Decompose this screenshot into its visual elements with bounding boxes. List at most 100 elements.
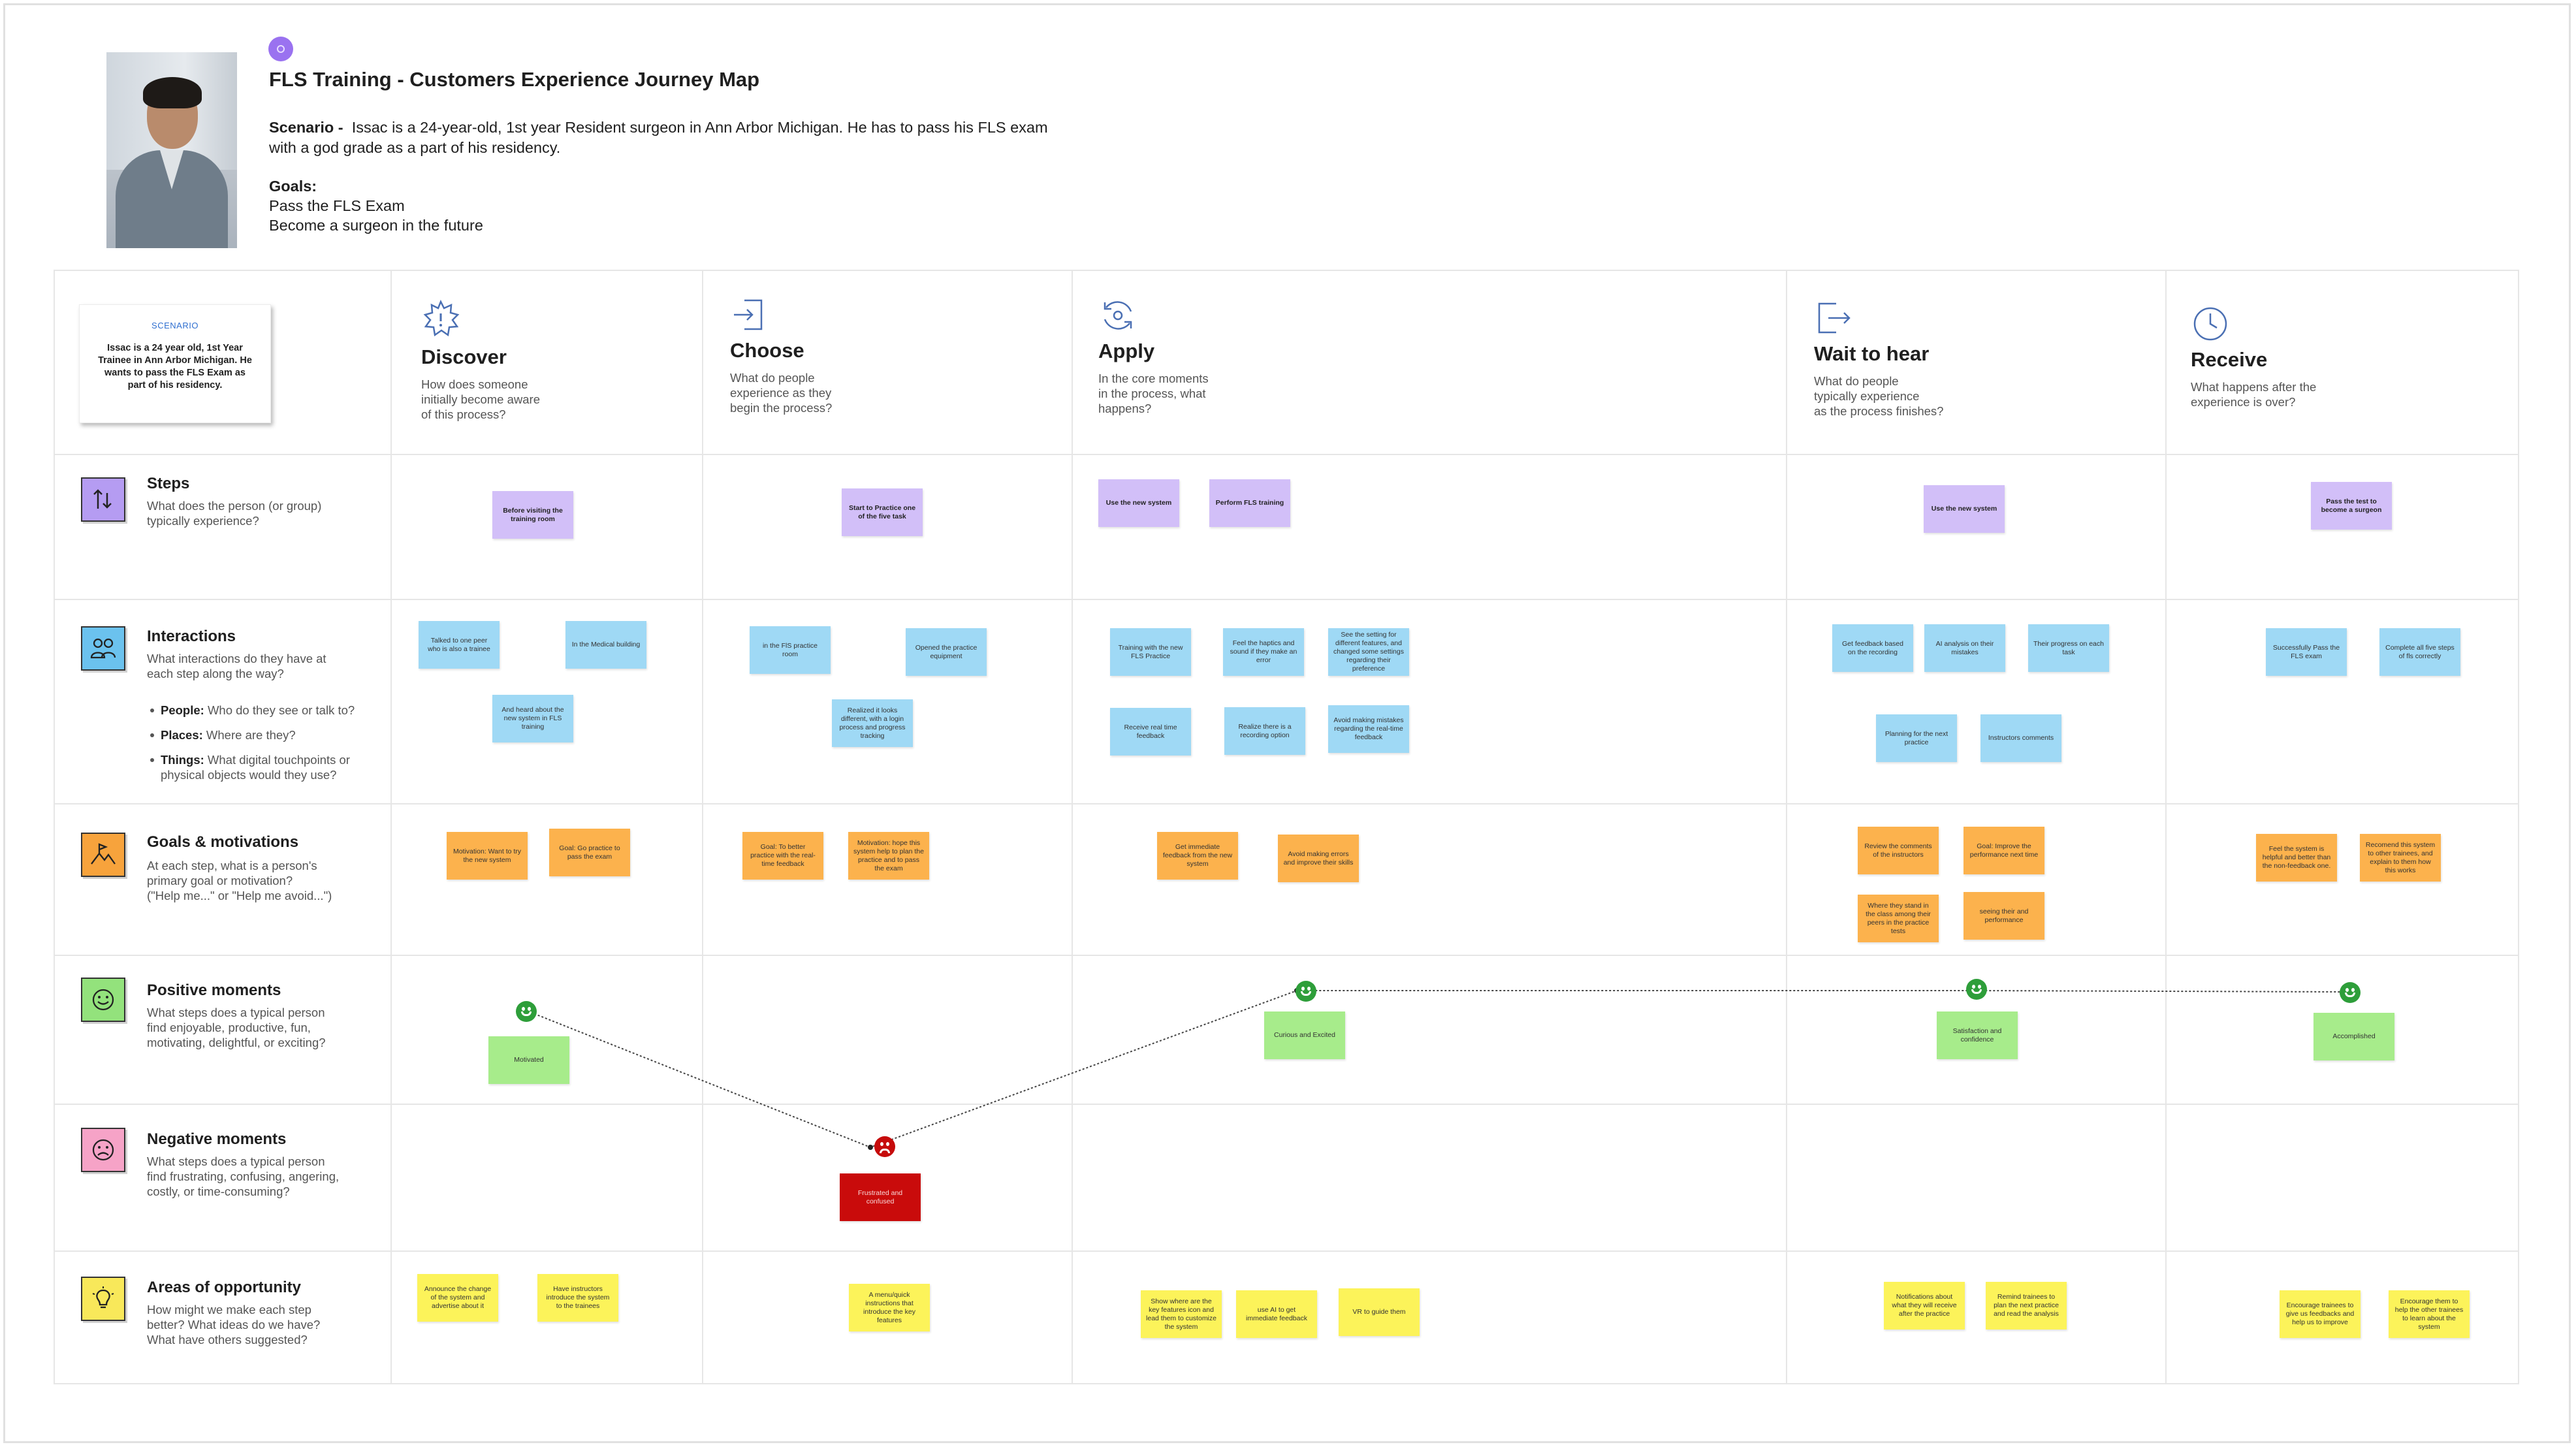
row-header-positive: Positive moments What steps does a typic… bbox=[147, 981, 326, 1050]
sticky-note[interactable]: Feel the system is helpful and better th… bbox=[2256, 834, 2337, 882]
sticky-note[interactable]: Notifications about what they will recei… bbox=[1884, 1282, 1965, 1330]
sign-in-icon bbox=[734, 299, 763, 330]
scenario-card-text: Issac is a 24 year old, 1st Year Trainee… bbox=[98, 343, 252, 390]
grid-divider bbox=[390, 270, 392, 1384]
happy-emoji-icon bbox=[516, 1001, 537, 1022]
sticky-note[interactable]: seeing their and performance bbox=[1964, 892, 2044, 940]
sticky-note[interactable]: Motivated bbox=[488, 1036, 569, 1084]
sticky-note[interactable]: Motivation: Want to try the new system bbox=[447, 832, 528, 880]
sticky-note[interactable]: Goal: To better practice with the real-t… bbox=[742, 832, 823, 880]
sticky-note[interactable]: Encourage trainees to give us feedbacks … bbox=[2280, 1290, 2361, 1338]
sticky-note[interactable]: Use the new system bbox=[1924, 485, 2005, 533]
sticky-note[interactable]: use AI to get immediate feedback bbox=[1236, 1290, 1317, 1338]
refresh-cycle-icon bbox=[1104, 301, 1132, 330]
sticky-note[interactable]: Encourage them to help the other trainee… bbox=[2389, 1290, 2470, 1338]
sticky-note[interactable]: Where they stand in the class among thei… bbox=[1858, 895, 1939, 942]
sticky-note[interactable]: Avoid making mistakes regarding the real… bbox=[1328, 705, 1409, 753]
stage-title: Wait to hear bbox=[1814, 342, 1930, 365]
row-title: Areas of opportunity bbox=[147, 1279, 302, 1296]
sticky-note[interactable]: Before visiting the training room bbox=[492, 491, 573, 539]
row-title: Steps bbox=[147, 475, 190, 492]
sticky-note[interactable]: See the setting for different features, … bbox=[1328, 628, 1409, 676]
grid-divider bbox=[1072, 270, 1073, 1384]
sticky-note[interactable]: Successfully Pass the FLS exam bbox=[2266, 628, 2347, 676]
sticky-note[interactable]: Get immediate feedback from the new syst… bbox=[1157, 832, 1238, 880]
sticky-note[interactable]: in the FlS practice room bbox=[750, 626, 831, 674]
sticky-note[interactable]: Instructors comments bbox=[1980, 714, 2061, 762]
sticky-note[interactable]: Realized it looks different, with a logi… bbox=[832, 699, 913, 747]
stage-title: Apply bbox=[1098, 340, 1155, 362]
goals-text: Goals: Pass the FLS Exam Become a surgeo… bbox=[269, 178, 483, 234]
sticky-note[interactable]: Pass the test to become a surgeon bbox=[2311, 482, 2392, 530]
sticky-note[interactable]: AI analysis on their mistakes bbox=[1924, 624, 2005, 672]
flag-mountain-icon bbox=[81, 833, 125, 877]
grid-divider bbox=[54, 803, 2519, 804]
sticky-note[interactable]: Accomplished bbox=[2314, 1013, 2394, 1060]
sticky-note[interactable]: Remind trainees to plan the next practic… bbox=[1986, 1282, 2067, 1330]
sticky-note[interactable]: Complete all five steps of fls correctly bbox=[2379, 628, 2460, 676]
sticky-note[interactable]: Announce the change of the system and ad… bbox=[417, 1274, 498, 1322]
happy-emoji-icon bbox=[1296, 981, 1316, 1002]
sticky-note[interactable]: Opened the practice equipment bbox=[906, 628, 987, 676]
sticky-note[interactable]: Receive real time feedback bbox=[1110, 708, 1191, 756]
row-header-opportunity: Areas of opportunity How might we make e… bbox=[147, 1279, 320, 1347]
row-title: Goals & motivations bbox=[147, 833, 299, 851]
sticky-note[interactable]: Realize there is a recording option bbox=[1224, 707, 1305, 755]
sticky-note[interactable]: Get feedback based on the recording bbox=[1832, 624, 1913, 672]
sticky-note[interactable]: Talked to one peer who is also a trainee bbox=[419, 621, 500, 669]
sticky-note[interactable]: Frustrated and confused bbox=[840, 1173, 921, 1221]
sticky-note[interactable]: Recomend this system to other trainees, … bbox=[2360, 834, 2441, 882]
sticky-note[interactable]: Start to Practice one of the five task bbox=[842, 488, 923, 536]
sticky-note[interactable]: Goal: Improve the performance next time bbox=[1964, 827, 2044, 874]
sticky-note[interactable]: VR to guide them bbox=[1339, 1288, 1420, 1336]
people-interaction-icon bbox=[81, 626, 125, 671]
stage-title: Discover bbox=[421, 345, 507, 368]
sticky-note[interactable]: Feel the haptics and sound if they make … bbox=[1223, 628, 1304, 676]
sticky-note[interactable]: Training with the new FLS Practice bbox=[1110, 628, 1191, 676]
badge-icon bbox=[268, 37, 293, 61]
sticky-note[interactable]: Perform FLS training bbox=[1209, 479, 1290, 527]
sticky-note[interactable]: Have instructors introduce the system to… bbox=[537, 1274, 618, 1322]
sad-emoji-icon bbox=[874, 1136, 895, 1157]
row-header-goals: Goals & motivations At each step, what i… bbox=[147, 833, 332, 903]
sticky-note[interactable]: Use the new system bbox=[1098, 479, 1179, 527]
sticky-note[interactable]: A menu/quick instructions that introduce… bbox=[849, 1284, 930, 1331]
sticky-note[interactable]: Review the comments of the instructors bbox=[1858, 827, 1939, 874]
bullet-people: People: Who do they see or talk to? bbox=[150, 703, 355, 717]
sticky-note[interactable]: Goal: Go practice to pass the exam bbox=[549, 829, 630, 876]
sticky-note[interactable]: Curious and Excited bbox=[1264, 1011, 1345, 1059]
grid-divider bbox=[54, 599, 2519, 600]
sticky-note[interactable]: Their progress on each task bbox=[2028, 624, 2109, 672]
sticky-note[interactable]: Satisfaction and confidence bbox=[1937, 1011, 2018, 1059]
scenario-text: Scenario - Issac is a 24-year-old, 1st y… bbox=[269, 119, 1048, 156]
sticky-note[interactable]: In the Medical building bbox=[565, 621, 646, 669]
sticky-note[interactable]: Motivation: hope this system help to pla… bbox=[848, 832, 929, 880]
happy-face-icon bbox=[81, 978, 125, 1022]
sticky-note[interactable]: Show where are the key features icon and… bbox=[1141, 1290, 1222, 1338]
sticky-note[interactable]: Planning for the next practice bbox=[1876, 714, 1957, 762]
sticky-note[interactable]: Avoid making errors and improve their sk… bbox=[1278, 835, 1359, 882]
sticky-note[interactable]: And heard about the new system in FLS tr… bbox=[492, 695, 573, 742]
grid-divider bbox=[2165, 270, 2167, 1384]
persona-photo bbox=[106, 52, 237, 248]
row-title: Negative moments bbox=[147, 1130, 287, 1148]
sad-face-icon bbox=[81, 1128, 125, 1172]
journey-grid bbox=[54, 270, 2519, 1384]
row-header-steps: Steps What does the person (or group)typ… bbox=[147, 475, 321, 528]
row-header-interactions: Interactions What interactions do they h… bbox=[147, 628, 326, 681]
grid-divider bbox=[54, 454, 2519, 455]
